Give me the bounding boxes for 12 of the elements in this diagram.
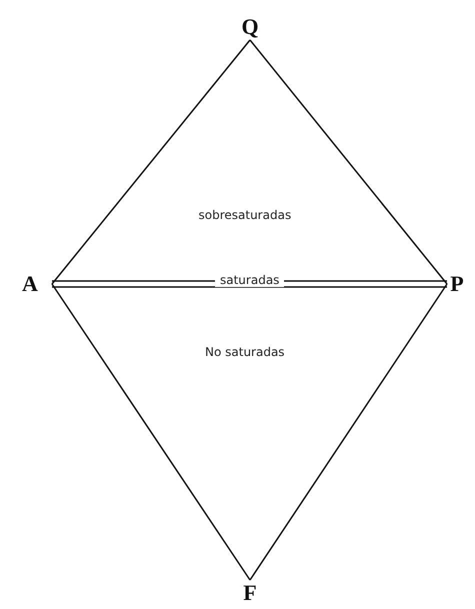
- vertex-label: A: [20, 271, 40, 297]
- vertex-label: Q: [240, 14, 260, 40]
- line: [249, 40, 448, 284]
- vertex-label: F: [240, 580, 260, 606]
- region-label: No saturadas: [205, 345, 285, 359]
- line: [51, 40, 251, 284]
- vertex-label: P: [447, 271, 467, 297]
- line: [249, 284, 448, 580]
- region-label: sobresaturadas: [198, 208, 292, 222]
- edge-label: saturadas: [215, 273, 284, 287]
- line: [51, 284, 251, 580]
- double-line: [51, 280, 448, 288]
